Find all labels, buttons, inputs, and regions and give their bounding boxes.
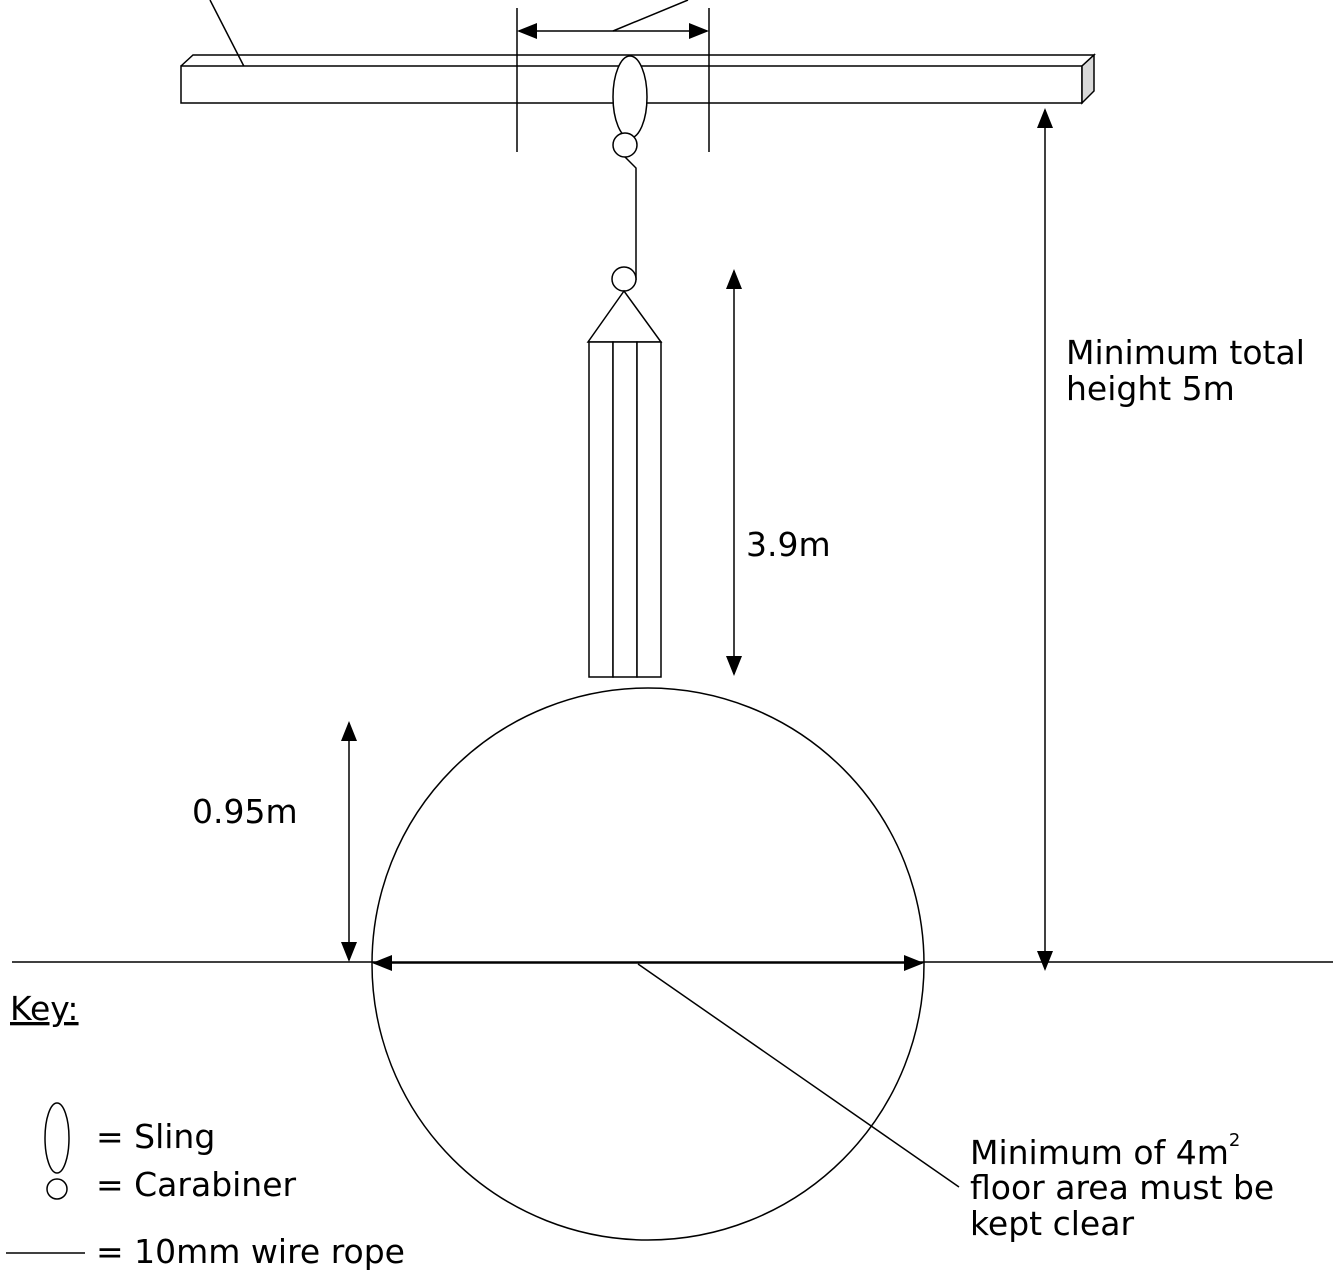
punch-bag <box>588 341 662 678</box>
span-leader-line <box>612 0 689 32</box>
key-carabiner-label: = Carabiner <box>96 1165 297 1204</box>
sling-icon <box>612 55 648 139</box>
carabiner-icon <box>612 132 638 158</box>
key-wire-rope-label: = 10mm wire rope <box>96 1232 405 1271</box>
bag-length-label: 3.9m <box>746 525 831 564</box>
clearance-label: 0.95m <box>192 792 298 831</box>
carabiner-lower-icon <box>611 266 637 292</box>
clear-area-circle <box>371 687 925 1241</box>
floor-area-label-main: Minimum of 4m <box>970 1133 1229 1172</box>
total-height-label-line1: Minimum total <box>1066 333 1305 372</box>
total-height-label-line2: height 5m <box>1066 369 1235 408</box>
key-sling-icon <box>44 1102 70 1174</box>
key-title: Key: <box>10 989 79 1028</box>
key-carabiner-icon <box>46 1178 68 1200</box>
floor-area-label-superscript: 2 <box>1229 1130 1240 1151</box>
floor-area-leader-line <box>637 963 960 1188</box>
floor-area-label-line3: kept clear <box>970 1204 1134 1243</box>
floor-area-label-line2: floor area must be <box>970 1168 1274 1207</box>
floor-area-label-line1: Minimum of 4m2 <box>970 1130 1240 1172</box>
key-sling-label: = Sling <box>96 1117 215 1156</box>
wire-rope <box>624 156 637 280</box>
bag-top-triangle <box>586 289 663 343</box>
